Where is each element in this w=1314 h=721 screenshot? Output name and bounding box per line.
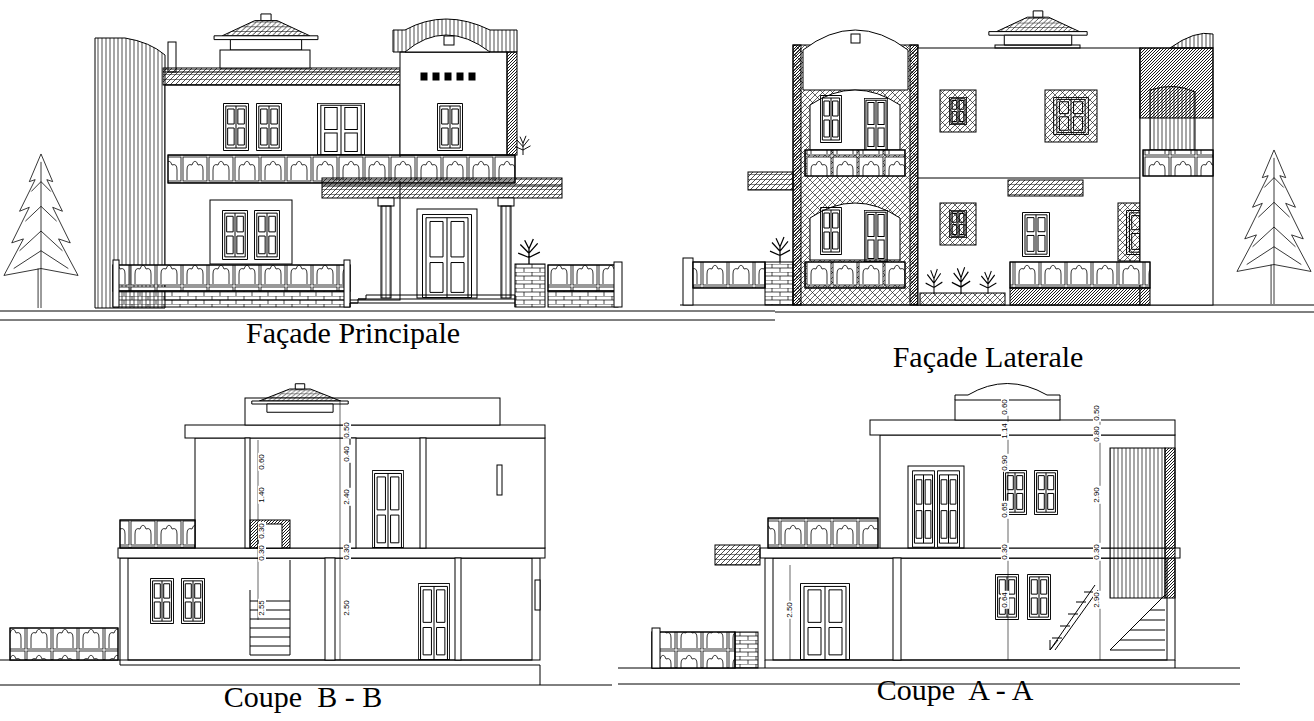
view-caption: Façade Laterale xyxy=(893,342,1084,372)
dimension-text: 0.65 xyxy=(1001,501,1009,519)
dimension-text: 2.50 xyxy=(343,599,351,617)
dimension-text: 0.40 xyxy=(343,445,351,463)
dimension-text: 0.30 xyxy=(1001,543,1009,561)
view-caption: Coupe A - A xyxy=(877,675,1034,705)
dimension-text: 0.30 xyxy=(1093,543,1101,561)
dimension-text: 0.50 xyxy=(343,421,351,439)
dimension-text: 1.14 xyxy=(1001,422,1009,440)
dimension-text: 0.30 xyxy=(258,522,266,540)
dimension-text: 0.64 xyxy=(1001,591,1009,609)
dimension-text: 2.55 xyxy=(258,599,266,617)
dimension-text: 0.60 xyxy=(258,453,266,471)
dimension-text: 0.30 xyxy=(343,543,351,561)
dimension-text: 2.40 xyxy=(343,488,351,506)
dimension-text: 2.90 xyxy=(1093,486,1101,504)
dimension-text: 2.50 xyxy=(786,601,794,619)
dimension-text: 0.60 xyxy=(1001,398,1009,416)
dimension-text: 0.30 xyxy=(258,544,266,562)
view-caption: Façade Principale xyxy=(246,318,460,348)
dimension-text: 0.50 xyxy=(1093,404,1101,422)
dimension-text: 0.80 xyxy=(1093,425,1101,443)
dimension-text: 2.90 xyxy=(1093,591,1101,609)
dimension-text: 0.90 xyxy=(1001,454,1009,472)
view-caption: Coupe B - B xyxy=(224,682,382,712)
dimension-text: 1.40 xyxy=(258,486,266,504)
